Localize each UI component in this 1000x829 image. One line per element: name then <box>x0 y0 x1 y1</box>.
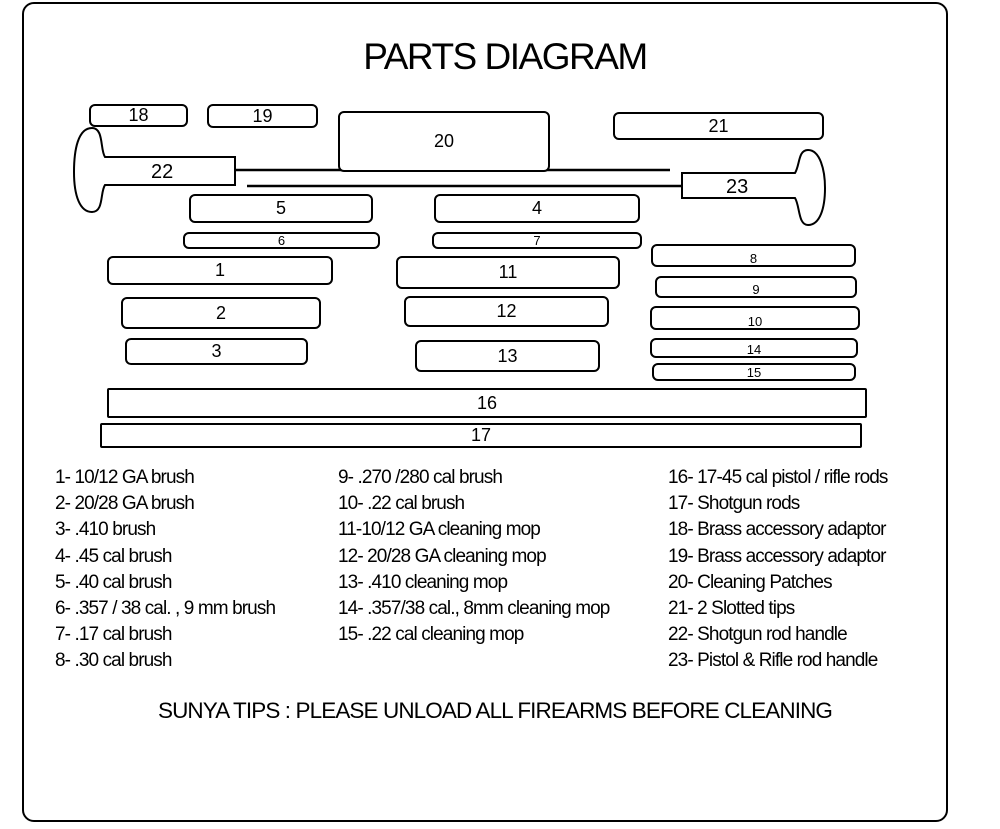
legend-item: 15- .22 cal cleaning mop <box>338 624 524 646</box>
legend-item: 7- .17 cal brush <box>55 624 172 646</box>
part-13: 13 <box>415 340 600 372</box>
legend-item: 11-10/12 GA cleaning mop <box>338 519 541 541</box>
page-title: PARTS DIAGRAM <box>363 36 648 77</box>
legend-item: 8- .30 cal brush <box>55 650 172 672</box>
legend-item: 20- Cleaning Patches <box>668 571 833 593</box>
legend-item: 18- Brass accessory adaptor <box>668 519 886 541</box>
safety-tip: SUNYA TIPS : PLEASE UNLOAD ALL FIREARMS … <box>157 698 833 723</box>
part-5: 5 <box>189 194 373 223</box>
part-17: 17 <box>100 423 862 448</box>
part-21: 21 <box>613 112 824 140</box>
part-19: 19 <box>207 104 318 128</box>
part-11: 11 <box>396 256 620 289</box>
legend-item: 14- .357/38 cal., 8mm cleaning mop <box>338 598 610 620</box>
part-8: 8 <box>651 244 856 267</box>
diagram-frame <box>22 2 948 822</box>
pistol-rifle-rod-handle-icon <box>247 148 827 227</box>
part-15: 15 <box>652 363 856 381</box>
legend-item: 9- .270 /280 cal brush <box>338 467 503 488</box>
legend-item: 13- .410 cleaning mop <box>338 571 508 593</box>
legend-item: 22- Shotgun rod handle <box>668 624 848 646</box>
part-label-23: 23 <box>726 176 749 198</box>
part-6: 6 <box>183 232 380 249</box>
legend-item: 23- Pistol & Rifle rod handle <box>668 650 878 672</box>
legend-item: 16- 17-45 cal pistol / rifle rods <box>668 467 888 488</box>
part-4: 4 <box>434 194 640 223</box>
part-14: 14 <box>650 338 858 358</box>
legend-item: 4- .45 cal brush <box>55 545 172 567</box>
part-1: 1 <box>107 256 333 285</box>
legend-item: 21- 2 Slotted tips <box>668 598 795 620</box>
part-16: 16 <box>107 388 867 418</box>
legend-item: 19- Brass accessory adaptor <box>668 545 886 567</box>
legend-item: 12- 20/28 GA cleaning mop <box>338 545 547 567</box>
part-12: 12 <box>404 296 609 327</box>
legend-item: 5- .40 cal brush <box>55 571 172 593</box>
part-label-22: 22 <box>151 161 174 183</box>
legend-item: 2- 20/28 GA brush <box>55 493 195 515</box>
legend-column-2: 9- .270 /280 cal brush 10- .22 cal brush 1… <box>338 465 610 648</box>
part-18: 18 <box>89 104 188 127</box>
legend-item: 10- .22 cal brush <box>338 493 465 515</box>
part-20: 20 <box>338 111 550 172</box>
legend-column-1: 1- 10/12 GA brush 2- 20/28 GA brush 3- .41… <box>55 465 276 675</box>
part-3: 3 <box>125 338 308 365</box>
legend-item: 17- Shotgun rods <box>668 493 800 515</box>
legend-item: 1- 10/12 GA brush <box>55 467 195 488</box>
part-7: 7 <box>432 232 642 249</box>
part-9: 9 <box>655 276 857 298</box>
part-10: 10 <box>650 306 860 330</box>
part-2: 2 <box>121 297 321 329</box>
legend-column-3: 16- 17-45 cal pistol / rifle rods 17- Sho… <box>668 465 888 675</box>
legend-item: 3- .410 brush <box>55 519 156 541</box>
legend-item: 6- .357 / 38 cal. , 9 mm brush <box>55 598 276 620</box>
